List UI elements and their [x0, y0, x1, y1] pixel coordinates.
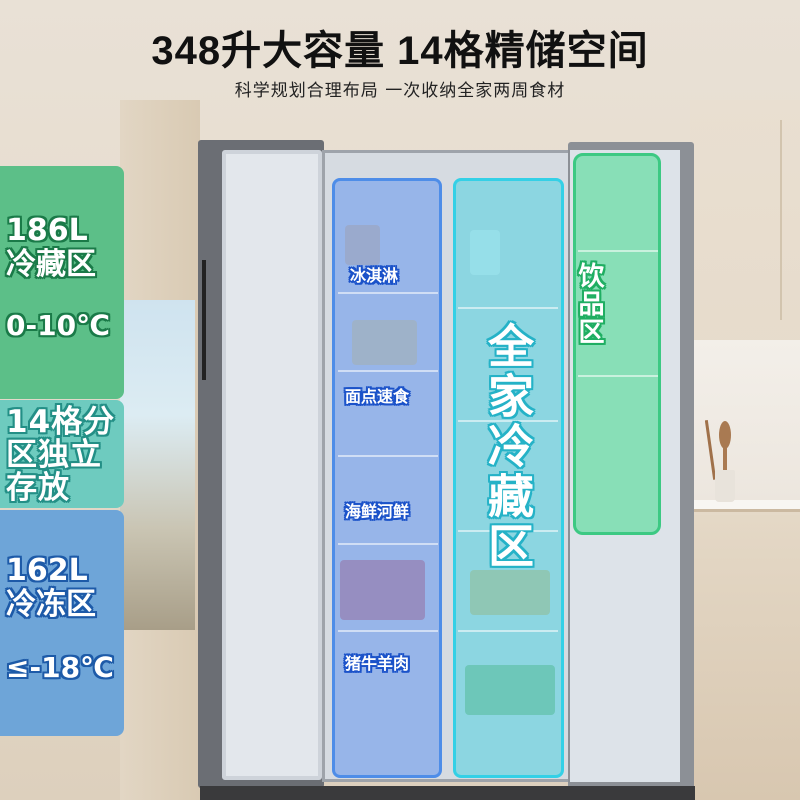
freezer-label-meat: 猪牛羊肉: [345, 654, 410, 673]
background-backsplash: [690, 340, 800, 505]
compartment-line-3: 存放: [6, 470, 70, 506]
utensil-cup: [715, 470, 735, 502]
shelf-line: [338, 543, 438, 545]
shelf-line: [338, 292, 438, 294]
shelf-line: [458, 630, 558, 632]
fridge-zone-name: 冷藏区: [6, 247, 96, 282]
shelf-line: [458, 530, 558, 532]
fridge-temperature: 0-10℃: [6, 309, 110, 342]
compartment-line-2: 区独立: [6, 437, 102, 473]
background-window-view: [120, 300, 195, 630]
shelf-line: [458, 420, 558, 422]
background-countertop: [690, 500, 800, 512]
fridge-capacity: 186L: [6, 213, 88, 248]
freezer-door-liner: [222, 150, 322, 780]
shelf-line: [338, 370, 438, 372]
freezer-capacity: 162L: [6, 553, 88, 588]
fridge-info-panel: 186L 冷藏区 0-10℃: [0, 166, 124, 399]
fridge-zone-label: 全家冷藏区: [481, 322, 535, 572]
door-handle: [202, 260, 206, 380]
shelf-line: [458, 307, 558, 309]
freezer-info-panel: 162L 冷冻区 ≤-18℃: [0, 510, 124, 736]
freezer-zone-name: 冷冻区: [6, 587, 96, 622]
drinks-zone-label: 饮品区: [574, 262, 604, 346]
shelf-line: [338, 630, 438, 632]
compartment-line-1: 14格分: [6, 404, 116, 440]
shelf-line: [578, 250, 658, 252]
compartment-info-panel: 14格分 区独立 存放: [0, 400, 124, 508]
background-lower-cabinet: [690, 515, 800, 800]
shelf-line: [338, 455, 438, 457]
freezer-label-pastry: 面点速食: [345, 387, 410, 406]
fridge-zone-overlay: [453, 178, 564, 778]
utensils-icon: [705, 420, 731, 480]
freezer-temperature: ≤-18℃: [6, 651, 114, 684]
drinks-zone-overlay: [573, 153, 661, 535]
headline-title: 348升大容量 14格精储空间: [151, 29, 649, 73]
background-cabinet-seam: [780, 120, 782, 320]
headline-subtitle: 科学规划合理布局 一次收纳全家两周食材: [234, 81, 566, 101]
shelf-line: [578, 375, 658, 377]
freezer-zone-overlay: [332, 178, 442, 778]
freezer-label-seafood: 海鲜河鲜: [345, 502, 410, 521]
freezer-label-ice-cream: 冰淇淋: [350, 266, 399, 285]
floor-shadow: [200, 786, 695, 800]
